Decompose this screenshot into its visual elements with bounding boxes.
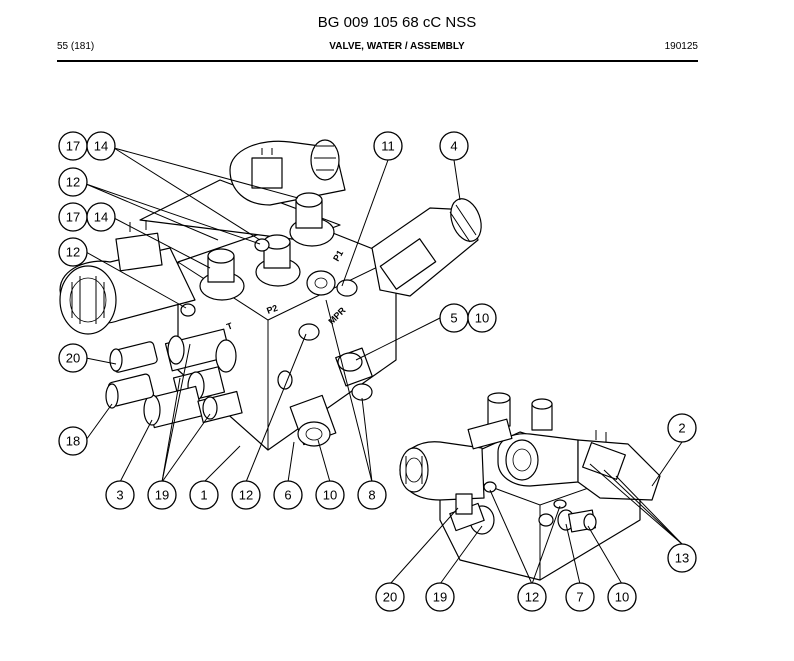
port-label-p2: P2 bbox=[265, 303, 279, 316]
callout-10-lower-right: 10 bbox=[607, 582, 637, 612]
svg-text:11: 11 bbox=[381, 139, 395, 154]
callout-10-right: 10 bbox=[467, 303, 497, 333]
svg-text:19: 19 bbox=[155, 488, 169, 503]
callout-7: 7 bbox=[565, 582, 595, 612]
callout-3: 3 bbox=[105, 480, 135, 510]
svg-text:3: 3 bbox=[116, 488, 123, 503]
callout-12-mid: 12 bbox=[58, 237, 88, 267]
main-valve-block: T P2 P1 MPR bbox=[59, 139, 482, 451]
svg-text:5: 5 bbox=[450, 311, 457, 326]
callout-20-upper: 20 bbox=[58, 343, 88, 373]
port-label-t: T bbox=[225, 320, 234, 331]
callout-11: 11 bbox=[373, 131, 403, 161]
callout-10-bottom: 10 bbox=[315, 480, 345, 510]
callout-14-lower: 14 bbox=[86, 202, 116, 232]
callout-19-upper: 19 bbox=[147, 480, 177, 510]
svg-text:14: 14 bbox=[94, 210, 108, 225]
callout-5: 5 bbox=[439, 303, 469, 333]
callout-1: 1 bbox=[189, 480, 219, 510]
svg-text:12: 12 bbox=[66, 245, 80, 260]
callout-12-upper: 12 bbox=[58, 167, 88, 197]
callout-17-lower: 17 bbox=[58, 202, 88, 232]
callout-13: 13 bbox=[667, 543, 697, 573]
callout-12-lower-right: 12 bbox=[517, 582, 547, 612]
callout-4: 4 bbox=[439, 131, 469, 161]
page-reference: 55 (181) bbox=[57, 41, 95, 52]
svg-text:18: 18 bbox=[66, 434, 80, 449]
callout-19-lower: 19 bbox=[425, 582, 455, 612]
callout-6: 6 bbox=[273, 480, 303, 510]
svg-text:12: 12 bbox=[239, 488, 253, 503]
callout-2: 2 bbox=[667, 413, 697, 443]
svg-text:4: 4 bbox=[450, 139, 457, 154]
document-title: BG 009 105 68 cC NSS bbox=[317, 14, 477, 31]
callout-20-lower: 20 bbox=[375, 582, 405, 612]
callout-12-bottom: 12 bbox=[231, 480, 261, 510]
svg-text:20: 20 bbox=[383, 590, 397, 605]
svg-text:20: 20 bbox=[66, 351, 80, 366]
svg-text:19: 19 bbox=[433, 590, 447, 605]
port-label-p1: P1 bbox=[331, 248, 345, 263]
callout-14-upper: 14 bbox=[86, 131, 116, 161]
leader-lines bbox=[85, 147, 683, 585]
svg-text:6: 6 bbox=[284, 488, 291, 503]
svg-text:17: 17 bbox=[66, 210, 80, 225]
svg-text:12: 12 bbox=[66, 175, 80, 190]
svg-text:17: 17 bbox=[66, 139, 80, 154]
svg-text:10: 10 bbox=[323, 488, 337, 503]
svg-text:13: 13 bbox=[675, 551, 689, 566]
secondary-view-assembly bbox=[399, 392, 661, 581]
svg-text:14: 14 bbox=[94, 139, 108, 154]
svg-text:12: 12 bbox=[525, 590, 539, 605]
svg-text:10: 10 bbox=[615, 590, 629, 605]
svg-text:10: 10 bbox=[475, 311, 489, 326]
callout-18: 18 bbox=[58, 426, 88, 456]
header-divider bbox=[57, 60, 698, 62]
svg-text:1: 1 bbox=[200, 488, 207, 503]
svg-text:8: 8 bbox=[368, 488, 375, 503]
callout-8: 8 bbox=[357, 480, 387, 510]
assembly-name: VALVE, WATER / ASSEMBLY bbox=[329, 41, 465, 52]
document-number: 190125 bbox=[664, 41, 698, 52]
svg-text:7: 7 bbox=[576, 590, 583, 605]
callout-17-upper: 17 bbox=[58, 131, 88, 161]
svg-text:2: 2 bbox=[678, 421, 685, 436]
